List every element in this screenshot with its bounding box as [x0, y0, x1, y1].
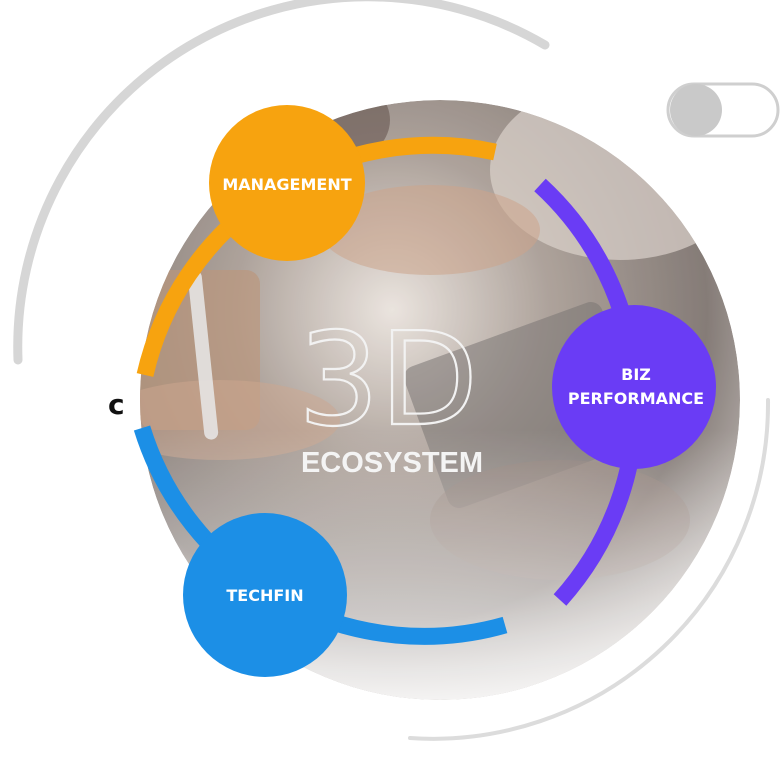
node-biz-performance[interactable]: BIZ PERFORMANCE — [552, 305, 716, 469]
outer-arc-bottom-right — [408, 398, 771, 741]
left-edge-text-fragment: c — [108, 388, 125, 421]
node-management[interactable]: MANAGEMENT — [209, 105, 365, 261]
center-title: 3D — [298, 306, 478, 455]
node-techfin-label: TECHFIN — [226, 586, 303, 605]
center-subtitle: ECOSYSTEM — [301, 447, 483, 479]
node-biz-performance-label-line1: BIZ — [621, 365, 651, 384]
node-biz-performance-label-line2: PERFORMANCE — [568, 389, 704, 408]
toggle-knob — [670, 84, 722, 136]
toggle-switch[interactable] — [666, 82, 780, 138]
node-techfin[interactable]: TECHFIN — [183, 513, 347, 677]
outer-arc-top-left — [13, 0, 550, 365]
node-management-label: MANAGEMENT — [222, 175, 351, 194]
